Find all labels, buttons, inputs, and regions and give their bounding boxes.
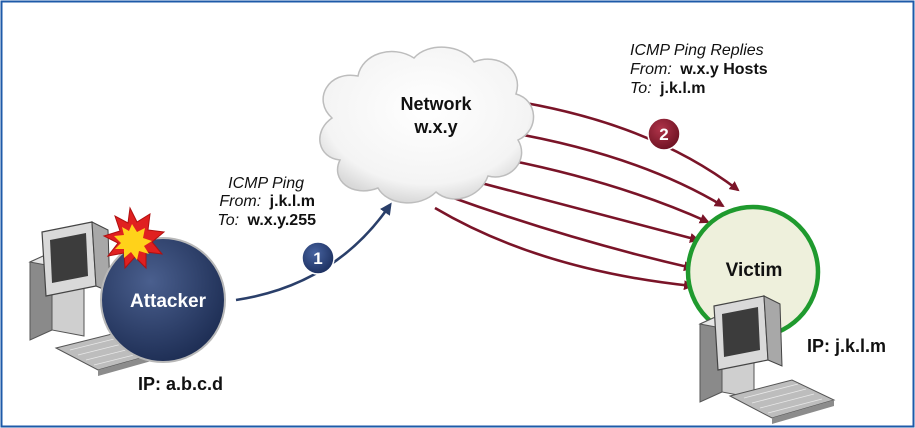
attacker-label: Attacker bbox=[130, 291, 207, 312]
step1-to-value: w.x.y.255 bbox=[247, 212, 317, 229]
attacker-node: Attacker bbox=[100, 237, 226, 363]
step2-number: 2 bbox=[659, 125, 668, 144]
step1-from-value: j.k.l.m bbox=[269, 193, 315, 210]
step1-label: ICMP Ping From: j.k.l.m To: w.x.y.255 bbox=[217, 175, 316, 229]
step2-from-value: w.x.y Hosts bbox=[679, 61, 768, 78]
attacker-ip: IP: a.b.c.d bbox=[138, 374, 223, 394]
reply-arrow bbox=[434, 206, 694, 291]
network-subnet: w.x.y bbox=[413, 117, 457, 137]
step2-title: ICMP Ping Replies bbox=[630, 42, 764, 59]
network-title: Network bbox=[400, 94, 472, 114]
step1-badge: 1 bbox=[301, 241, 335, 275]
step2-to-value: j.k.l.m bbox=[659, 80, 705, 97]
step1-from-prefix: From: bbox=[219, 193, 261, 210]
victim-computer-icon bbox=[698, 295, 836, 424]
svg-text:To: j.k.l.m: To: j.k.l.m bbox=[630, 80, 705, 97]
svg-text:From: j.k.l.m: From: j.k.l.m bbox=[219, 193, 315, 210]
step2-label: ICMP Ping Replies From: w.x.y Hosts To: … bbox=[630, 42, 768, 97]
step1-to-prefix: To: bbox=[217, 212, 239, 229]
step1-title: ICMP Ping bbox=[228, 175, 304, 192]
victim-label: Victim bbox=[726, 260, 783, 281]
step2-from-prefix: From: bbox=[630, 61, 672, 78]
svg-text:To: w.x.y.255: To: w.x.y.255 bbox=[217, 212, 316, 229]
explosion-icon bbox=[102, 206, 166, 270]
reply-arrow bbox=[461, 176, 700, 243]
step2-to-prefix: To: bbox=[630, 80, 652, 97]
reply-arrow bbox=[447, 194, 694, 272]
victim-ip: IP: j.k.l.m bbox=[807, 336, 886, 356]
network-cloud bbox=[319, 46, 535, 204]
step2-badge: 2 bbox=[647, 117, 681, 151]
step1-number: 1 bbox=[313, 249, 322, 268]
svg-text:From: w.x.y Hosts: From: w.x.y Hosts bbox=[630, 61, 768, 78]
